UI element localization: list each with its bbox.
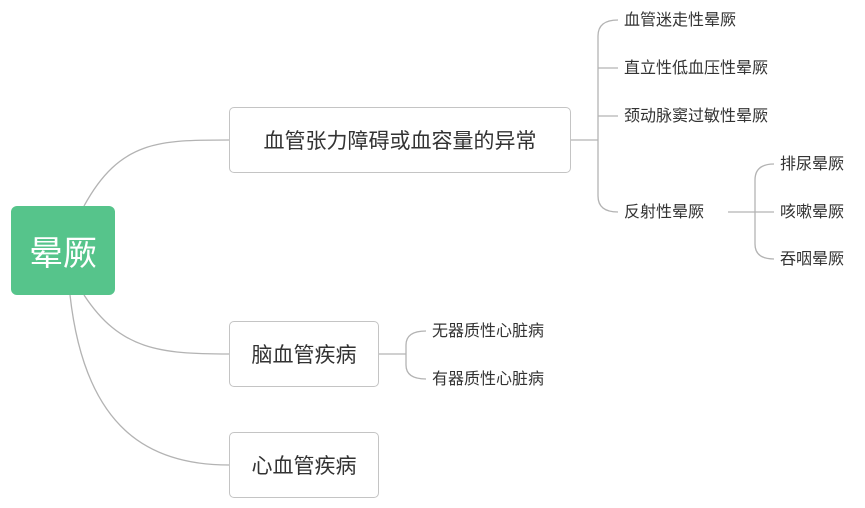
leaf-node-orthostatic[interactable]: 直立性低血压性晕厥 <box>624 58 768 78</box>
branch-label: 脑血管疾病 <box>251 343 357 367</box>
leaf-label: 吞咽晕厥 <box>780 249 845 268</box>
leaf-label: 咳嗽晕厥 <box>780 202 845 221</box>
leaf-label: 反射性晕厥 <box>624 202 705 221</box>
leaf-node-no-organic-heart[interactable]: 无器质性心脏病 <box>432 321 544 341</box>
leaf-label: 血管迷走性晕厥 <box>624 10 737 29</box>
leaf-node-micturition[interactable]: 排尿晕厥 <box>780 154 844 174</box>
leaf-node-carotid-sinus[interactable]: 颈动脉窦过敏性晕厥 <box>624 106 768 126</box>
leaf-node-cough[interactable]: 咳嗽晕厥 <box>780 202 844 222</box>
connector-root-b1 <box>83 139 230 207</box>
root-node[interactable]: 晕厥 <box>11 206 115 295</box>
branch-node-cardiovascular[interactable]: 心血管疾病 <box>229 432 379 498</box>
branch-label: 心血管疾病 <box>251 454 357 478</box>
leaf-node-vasovagal[interactable]: 血管迷走性晕厥 <box>624 10 736 30</box>
branch-node-cerebrovascular[interactable]: 脑血管疾病 <box>229 321 379 387</box>
leaf-label: 排尿晕厥 <box>780 154 845 173</box>
connector-root-b3 <box>69 294 230 466</box>
branch-label: 血管张力障碍或血容量的异常 <box>263 129 537 153</box>
root-label: 晕厥 <box>29 234 97 274</box>
leaf-node-organic-heart[interactable]: 有器质性心脏病 <box>432 369 544 389</box>
branch-node-vascular-tone[interactable]: 血管张力障碍或血容量的异常 <box>229 107 571 173</box>
leaf-node-reflex[interactable]: 反射性晕厥 <box>624 202 704 222</box>
leaf-label: 无器质性心脏病 <box>432 321 545 340</box>
connector-root-b2 <box>83 294 230 355</box>
leaf-label: 颈动脉窦过敏性晕厥 <box>624 106 769 125</box>
leaf-node-swallow[interactable]: 吞咽晕厥 <box>780 249 844 269</box>
leaf-label: 直立性低血压性晕厥 <box>624 58 769 77</box>
connector-b2-bracket <box>405 330 427 380</box>
leaf-label: 有器质性心脏病 <box>432 369 545 388</box>
